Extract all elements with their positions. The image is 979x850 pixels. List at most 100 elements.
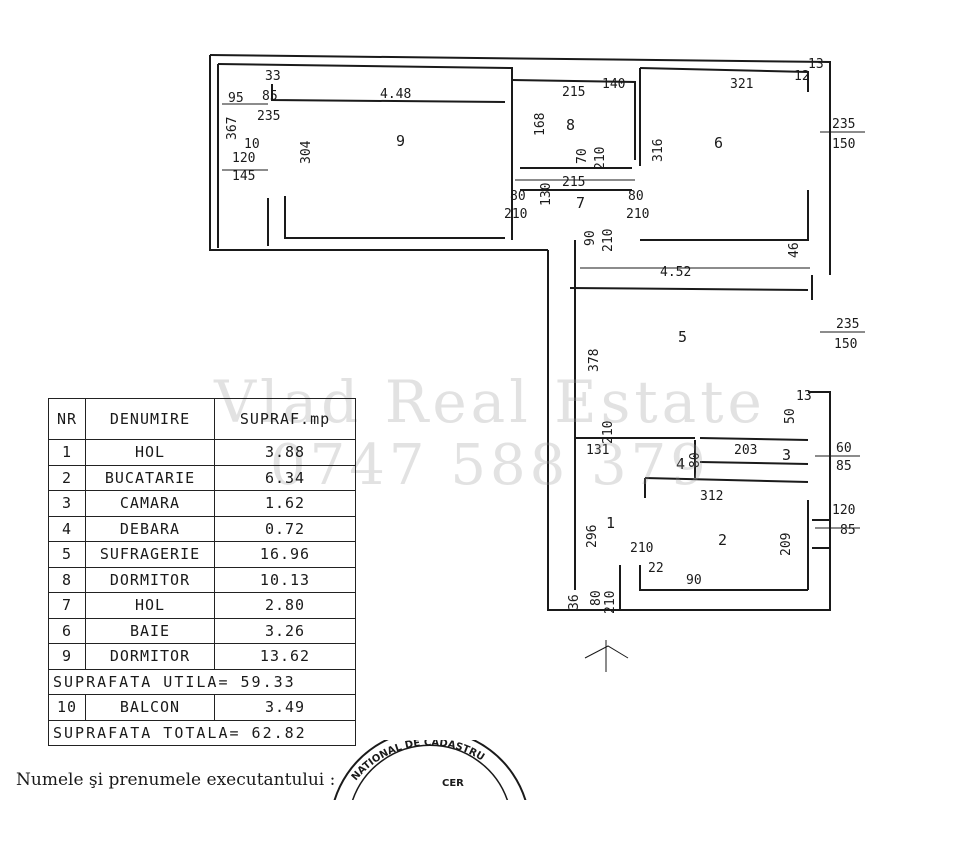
dim-label: 13 <box>796 389 812 404</box>
room-label-1: 1 <box>606 514 615 532</box>
cell-name: DORMITOR <box>85 566 215 593</box>
room-label-6: 6 <box>714 134 723 152</box>
utila-total: SUPRAFATA UTILA= 59.33 <box>48 668 356 695</box>
cell-name: DORMITOR <box>85 643 215 670</box>
wall <box>620 391 831 611</box>
dim-label: 85 <box>262 89 278 104</box>
dim-label: 304 <box>299 140 314 164</box>
dim-label: 210 <box>630 541 653 556</box>
cell-area: 3.26 <box>214 617 356 644</box>
table-row: 8 DORMITOR 10.13 <box>48 566 356 593</box>
dim-label: 168 <box>533 113 548 136</box>
dim-label: 70 <box>575 148 590 164</box>
svg-text:NATIONAL DE CADASTRU: NATIONAL DE CADASTRU <box>350 740 486 783</box>
totala-row: SUPRAFATA TOTALA= 62.82 <box>48 719 356 746</box>
utila-row: SUPRAFATA UTILA= 59.33 <box>48 668 356 695</box>
wall <box>209 54 831 275</box>
table-row: 1 HOL 3.88 <box>48 439 356 466</box>
dim-label: 210 <box>601 421 616 444</box>
table-row: 5 SUFRAGERIE 16.96 <box>48 541 356 568</box>
cell-nr: 6 <box>48 617 86 644</box>
wall <box>640 190 809 241</box>
dim-label: 10 <box>244 137 260 152</box>
cell-area: 0.72 <box>214 515 356 542</box>
header-nr: NR <box>48 398 86 440</box>
dim-label: 13 <box>808 57 824 72</box>
table-row: 2 BUCATARIE 6.34 <box>48 464 356 491</box>
dim-label: 90 <box>583 230 598 246</box>
table-row: 3 CAMARA 1.62 <box>48 490 356 517</box>
dim-label: 80 <box>510 189 526 204</box>
cell-nr: 9 <box>48 643 86 670</box>
dim-label: 33 <box>265 69 281 84</box>
area-legend-table: NR DENUMIRE SUPRAF.mp 1 HOL 3.88 2 BUCAT… <box>48 398 356 746</box>
cell-name: HOL <box>85 439 215 466</box>
wall <box>644 477 809 483</box>
cell-name: DEBARA <box>85 515 215 542</box>
table-row: 4 DEBARA 0.72 <box>48 515 356 542</box>
header-name: DENUMIRE <box>85 398 215 440</box>
cell-nr: 4 <box>48 515 86 542</box>
room-label-4: 4 <box>676 455 685 473</box>
dim-label: 150 <box>832 137 855 152</box>
dim-label: 95 <box>228 91 244 106</box>
dim-label: 80 <box>688 452 703 468</box>
dim-label: 4.48 <box>380 87 411 102</box>
dim-label: 145 <box>232 169 255 184</box>
dim-label: 215 <box>562 175 585 190</box>
room-label-9: 9 <box>396 132 405 150</box>
dim-label: 150 <box>834 337 857 352</box>
dim-label: 235 <box>832 117 855 132</box>
table-row: 6 BAIE 3.26 <box>48 617 356 644</box>
dim-label: 210 <box>504 207 527 222</box>
room-label-8: 8 <box>566 116 575 134</box>
stamp-text-inner: CER <box>442 778 464 789</box>
dim-label: 80 <box>589 590 604 606</box>
cell-area: 2.80 <box>214 592 356 619</box>
executant-label: Numele şi prenumele executantului : <box>16 770 336 790</box>
cell-area: 13.62 <box>214 643 356 670</box>
room-label-2: 2 <box>718 531 727 549</box>
north-arrow <box>584 640 629 672</box>
room-label-5: 5 <box>678 328 687 346</box>
cell-area: 3.88 <box>214 439 356 466</box>
wall <box>699 461 809 465</box>
dim-label: 235 <box>257 109 280 124</box>
dim-label: 215 <box>562 85 585 100</box>
dim-label: 46 <box>787 242 802 258</box>
dim-label: 90 <box>686 573 702 588</box>
dim-label: 316 <box>651 139 666 162</box>
cell-area: 1.62 <box>214 490 356 517</box>
dim-label: 203 <box>734 443 757 458</box>
stamp-seal: NATIONAL DE CADASTRU CER <box>333 740 527 800</box>
wall <box>569 287 809 291</box>
dim-label: 378 <box>587 349 602 372</box>
table-row: 7 HOL 2.80 <box>48 592 356 619</box>
table-row: 10 BALCON 3.49 <box>48 694 356 721</box>
wall <box>699 437 809 441</box>
table-row: 9 DORMITOR 13.62 <box>48 643 356 670</box>
dim-label: 120 <box>232 151 255 166</box>
dim-label: 140 <box>602 77 625 92</box>
dim-label: 12 <box>794 69 810 84</box>
dim-label: 80 <box>628 189 644 204</box>
dim-label: 321 <box>730 77 753 92</box>
cell-nr: 7 <box>48 592 86 619</box>
cell-area: 6.34 <box>214 464 356 491</box>
dim-label: 210 <box>603 591 618 614</box>
cell-nr: 3 <box>48 490 86 517</box>
dim-label: 36 <box>567 594 582 610</box>
dim-label: 130 <box>539 183 554 206</box>
dim-label: 209 <box>779 533 794 556</box>
cell-name: CAMARA <box>85 490 215 517</box>
cell-name: HOL <box>85 592 215 619</box>
dim-label: 131 <box>586 443 609 458</box>
dim-label: 85 <box>840 523 856 538</box>
cell-area: 3.49 <box>214 694 356 721</box>
wall <box>639 565 808 591</box>
wall <box>511 79 636 160</box>
dim-label: 296 <box>585 525 600 548</box>
stamp-text: NATIONAL DE CADASTRU <box>350 740 486 783</box>
dim-label: 312 <box>700 489 723 504</box>
wall <box>639 67 809 92</box>
